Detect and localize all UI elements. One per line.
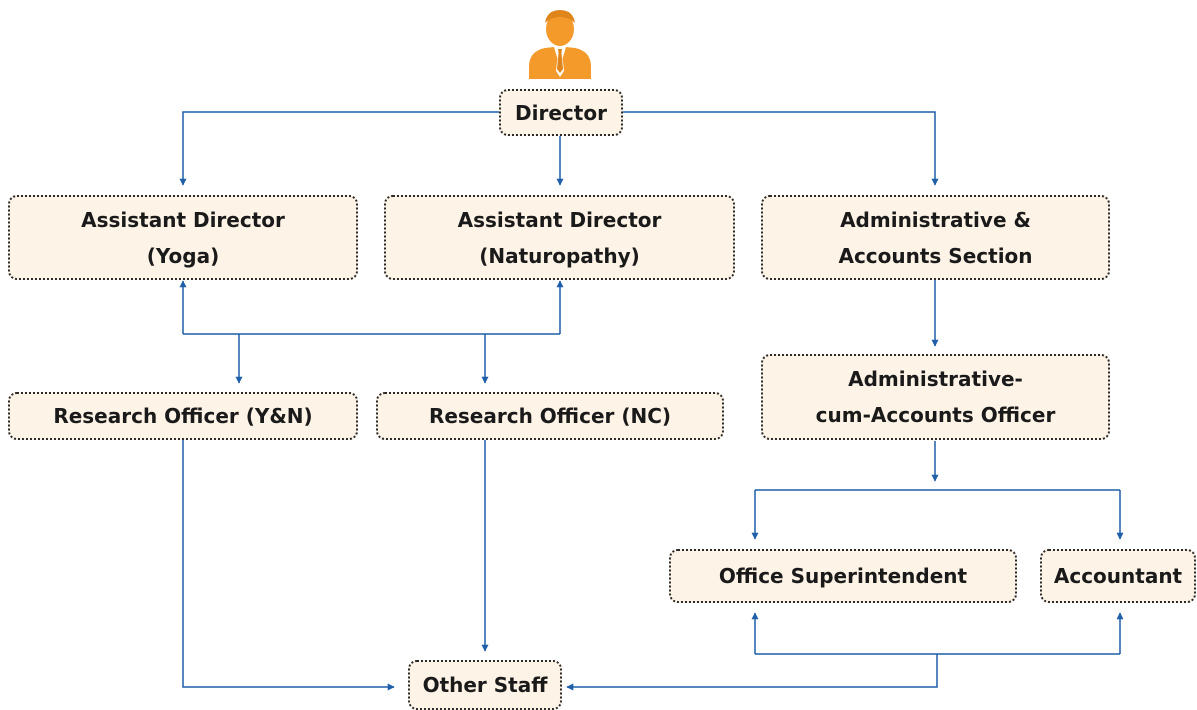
arrow-ro-yn-to-other-staff xyxy=(182,440,395,691)
node-director: Director xyxy=(499,89,623,136)
node-assistant-director-naturopathy: Assistant Director (Naturopathy) xyxy=(384,195,735,280)
arrow-admin-to-other-staff xyxy=(566,654,938,691)
arrow-director-to-admin-section xyxy=(622,111,939,186)
node-research-officer-nc: Research Officer (NC) xyxy=(376,392,724,440)
node-administrative-accounts-section: Administrative & Accounts Section xyxy=(761,195,1110,280)
node-other-staff: Other Staff xyxy=(408,660,562,710)
node-assistant-director-yoga: Assistant Director (Yoga) xyxy=(8,195,358,280)
arrow-director-to-ad-yoga xyxy=(179,111,500,186)
node-administrative-cum-accounts-officer: Administrative- cum-Accounts Officer xyxy=(761,354,1110,440)
node-accountant: Accountant xyxy=(1040,549,1196,603)
person-icon xyxy=(529,10,591,79)
node-research-officer-yn: Research Officer (Y&N) xyxy=(8,392,358,440)
node-office-superintendent: Office Superintendent xyxy=(669,549,1017,603)
